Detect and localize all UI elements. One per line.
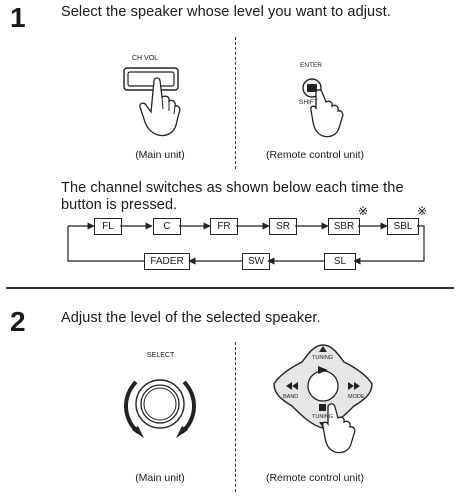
select-knob-illustration: SELECT [112, 352, 208, 462]
step-1-divider [235, 37, 236, 169]
pad-label-left: BAND [283, 394, 299, 400]
channel-box-sr: SR [269, 218, 297, 235]
pad-label-right: MODE [348, 394, 365, 400]
enter-button-icon [302, 78, 344, 138]
channel-box-sbl: SBL [387, 218, 419, 235]
channel-box-sl: SL [324, 253, 356, 270]
channel-box-fr: FR [210, 218, 238, 235]
ch-vol-label: CH VOL [132, 55, 159, 62]
direction-pad-icon [273, 344, 373, 454]
step-2-number: 2 [10, 306, 26, 337]
step-1-instruction: Select the speaker whose level you want … [61, 4, 391, 20]
cycle-arrows [67, 222, 425, 265]
channel-cycle-description: The channel switches as shown below each… [61, 180, 404, 213]
step-1-main-caption: (Main unit) [135, 149, 185, 161]
section-divider [6, 287, 454, 289]
step-1-remote-caption: (Remote control unit) [265, 149, 365, 161]
channel-cycle-diagram: FL C FR SR SBR ※ SBL ※ FADER SW SL [64, 204, 454, 278]
channel-box-sbr: SBR [328, 218, 360, 235]
channel-box-c: C [153, 218, 181, 235]
hand-pressing-button-icon [123, 67, 181, 137]
ch-vol-button-illustration: CH VOL [118, 55, 208, 147]
step-2-remote-caption: (Remote control unit) [265, 472, 365, 484]
rotary-knob-icon [124, 379, 196, 438]
select-label: SELECT [147, 352, 175, 359]
pad-label-down: TUNING [312, 414, 334, 420]
channel-box-fl: FL [94, 218, 122, 235]
pad-label-up: TUNING [312, 355, 334, 361]
shift-label: SHIFT [299, 99, 318, 106]
step-2-instruction: Adjust the level of the selected speaker… [61, 310, 321, 326]
step-1-number: 1 [10, 2, 26, 33]
step-2-main-caption: (Main unit) [135, 472, 185, 484]
remote-pad-illustration: TUNING BAND MODE TUNING [268, 340, 378, 460]
enter-label: ENTER [300, 62, 323, 69]
sbl-note-mark: ※ [417, 204, 428, 218]
channel-box-fader: FADER [144, 253, 190, 270]
sbr-note-mark: ※ [358, 204, 369, 218]
channel-box-sw: SW [242, 253, 270, 270]
remote-enter-illustration: ENTER SHIFT [296, 62, 366, 142]
step-2-divider [235, 342, 236, 492]
